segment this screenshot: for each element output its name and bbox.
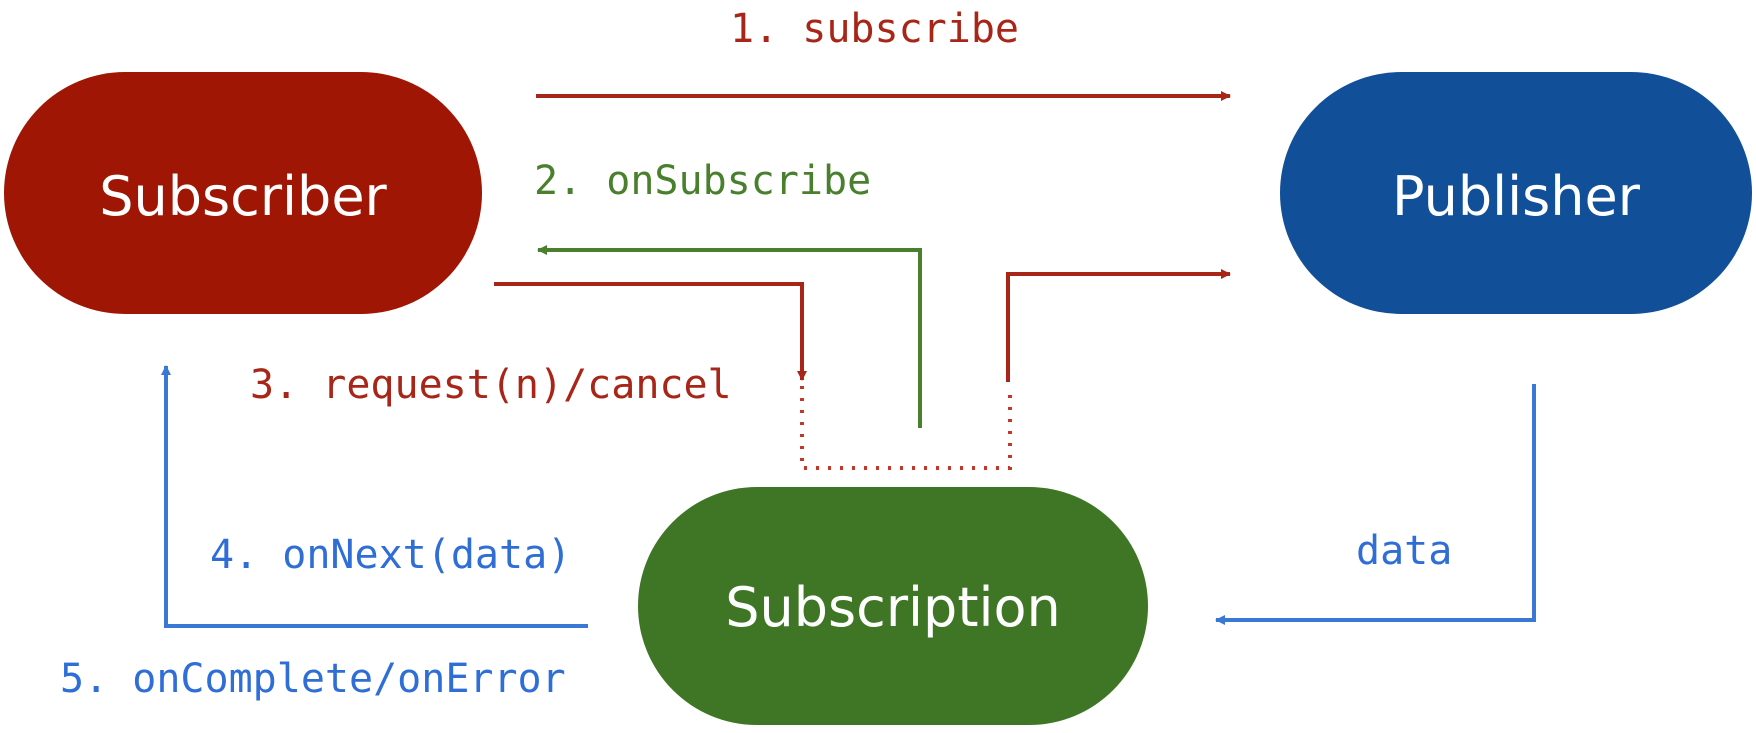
subscriber-node: Subscriber	[4, 72, 482, 314]
subscription-node: Subscription	[638, 487, 1148, 725]
subscriber-label: Subscriber	[99, 165, 387, 228]
on-next-arrow	[161, 365, 588, 628]
request-to-publisher-arrow	[1006, 269, 1231, 382]
publisher-label: Publisher	[1392, 165, 1641, 228]
data-arrow	[1215, 384, 1536, 625]
subscription-dotted-link	[800, 386, 1012, 470]
on-subscribe-label: 2. onSubscribe	[534, 158, 871, 204]
subscribe-label: 1. subscribe	[730, 6, 1019, 52]
data-label: data	[1356, 528, 1452, 574]
subscription-label: Subscription	[725, 576, 1061, 639]
on-complete-label: 5. onComplete/onError	[60, 656, 566, 702]
on-subscribe-arrow	[537, 245, 922, 428]
on-next-label: 4. onNext(data)	[210, 532, 571, 578]
request-cancel-label: 3. request(n)/cancel	[250, 362, 732, 408]
publisher-node: Publisher	[1280, 72, 1752, 314]
request-arrow	[494, 282, 807, 381]
